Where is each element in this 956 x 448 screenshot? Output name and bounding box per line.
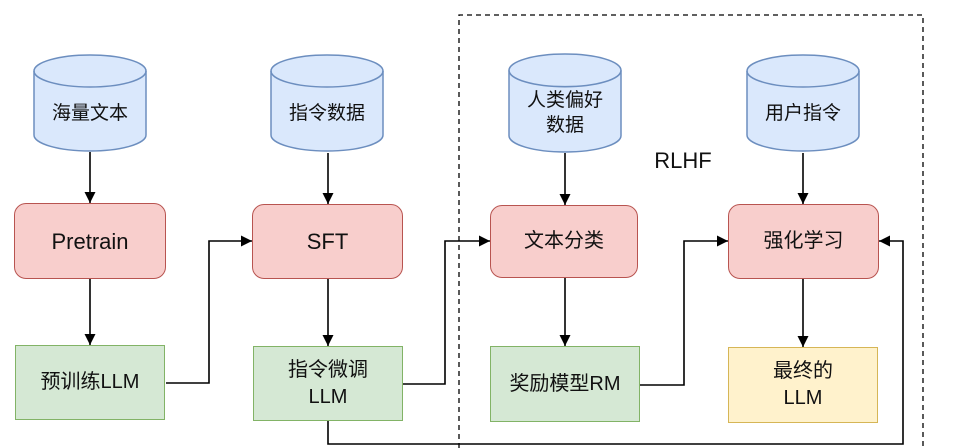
datastore-user-instructions-label: 用户指令 xyxy=(764,102,841,124)
process-sft: SFT xyxy=(252,204,403,279)
rlhf-region-label: RLHF xyxy=(654,148,712,173)
process-text-classification: 文本分类 xyxy=(490,205,638,278)
datastore-human-preference-data-label: 人类偏好 数据 xyxy=(526,90,603,136)
cylinder-icon xyxy=(746,54,860,152)
edge-pretrained-llm-to-sft xyxy=(166,235,252,384)
edge-instruction-tuned-llm-to-text-classification xyxy=(403,235,490,385)
datastore-user-instructions: 用户指令 xyxy=(746,54,860,152)
rlhf-dashed-region xyxy=(458,14,924,448)
model-reward-model: 奖励模型RM xyxy=(490,346,640,422)
model-pretrained-llm: 预训练LLM xyxy=(15,345,165,420)
model-pretrained-llm-label: 预训练LLM xyxy=(40,371,140,393)
model-instruction-tuned-llm: 指令微调 LLM xyxy=(253,346,403,421)
process-text-classification-label: 文本分类 xyxy=(524,230,604,252)
datastore-instruction-data: 指令数据 xyxy=(270,54,384,152)
model-reward-model-label: 奖励模型RM xyxy=(509,372,621,395)
edge-reward-model-to-reinforcement-learning xyxy=(640,235,728,386)
model-final-llm: 最终的 LLM xyxy=(728,347,878,423)
datastore-massive-text-label: 海量文本 xyxy=(51,102,128,124)
cylinder-icon xyxy=(508,53,622,153)
model-instruction-tuned-llm-label: 指令微调 LLM xyxy=(288,358,368,408)
datastore-human-preference-data: 人类偏好 数据 xyxy=(508,53,622,153)
edge-instruction-tuned-llm-to-reinforcement-learning xyxy=(327,235,904,445)
process-sft-label: SFT xyxy=(306,229,349,254)
process-reinforcement-learning-label: 强化学习 xyxy=(763,230,844,252)
process-pretrain: Pretrain xyxy=(14,203,166,279)
process-pretrain-label: Pretrain xyxy=(51,228,129,254)
cylinder-icon xyxy=(33,54,147,152)
cylinder-icon xyxy=(270,54,384,152)
process-reinforcement-learning: 强化学习 xyxy=(728,204,879,279)
datastore-instruction-data-label: 指令数据 xyxy=(288,102,365,124)
datastore-massive-text: 海量文本 xyxy=(33,54,147,152)
model-final-llm-label: 最终的 LLM xyxy=(773,360,833,409)
